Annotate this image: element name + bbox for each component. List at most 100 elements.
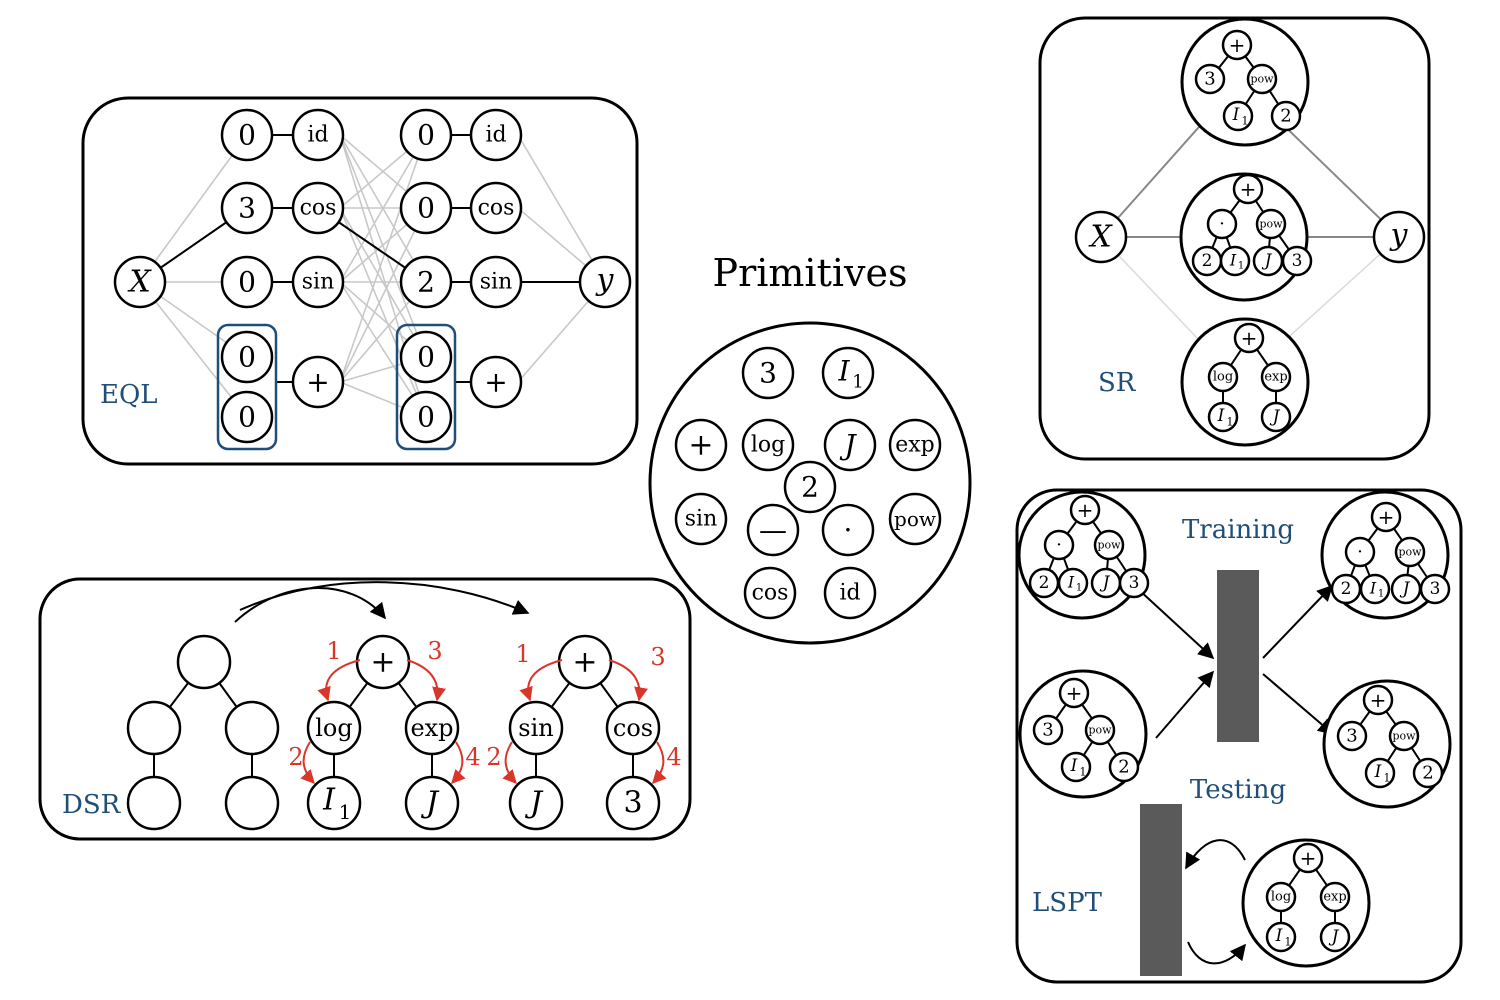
dsr-t2-order-2: 2 (486, 743, 501, 771)
sr-output-node: y (1372, 210, 1426, 264)
primitive-i1-main: I (837, 355, 850, 388)
eql-l2-weight-0: 0 (417, 119, 435, 152)
svg-text:+: + (1378, 505, 1395, 529)
eql-panel-frame (81, 96, 639, 466)
svg-text:2: 2 (1341, 579, 1352, 599)
lspt-training-label: Training (1182, 515, 1294, 545)
eql-l1-weight-4: 0 (238, 401, 256, 434)
sr-t3-j: J (1270, 407, 1281, 427)
primitive-plus: + (674, 418, 728, 472)
eql-l2-op-3: + (484, 366, 507, 399)
eql-l1-op-0: id (307, 123, 328, 148)
dsr-t1-order-2: 2 (288, 743, 303, 771)
eql-panel: X y 0 3 0 0 0 id cos sin (81, 96, 639, 466)
primitive-dot: · (821, 503, 875, 557)
sr-t1-pow: pow (1250, 73, 1274, 86)
svg-text:cos: cos (752, 581, 789, 606)
sr-t3-i: I (1217, 406, 1225, 426)
dsr-label: DSR (62, 790, 122, 820)
svg-text:J: J (1329, 927, 1340, 947)
svg-text:3: 3 (1346, 726, 1357, 747)
svg-text:I: I (1070, 756, 1078, 776)
primitive-sin: sin (674, 492, 728, 546)
sr-t3-plus: + (1241, 326, 1258, 350)
eql-l1-weight-3: 0 (238, 341, 256, 374)
lspt-testing-model-bar (1140, 804, 1182, 976)
eql-output-label: y (595, 263, 615, 298)
svg-text:log: log (1271, 890, 1291, 905)
eql-layer2-weights: 0 0 2 0 0 (395, 108, 457, 451)
svg-text:pow: pow (1088, 724, 1112, 737)
sr-input-label: X (1088, 220, 1113, 255)
svg-text:J: J (1100, 573, 1111, 593)
svg-text:log: log (751, 433, 785, 458)
svg-text:1: 1 (1080, 766, 1087, 779)
svg-text:3: 3 (759, 357, 777, 390)
sr-t2-j: J (1262, 251, 1273, 271)
dsr-panel-frame (38, 577, 692, 841)
dsr-t1-i: I (322, 783, 336, 818)
lspt-training-model-bar (1217, 570, 1259, 742)
dsr-t2-order-3: 3 (650, 643, 665, 671)
eql-l2-weight-4: 0 (417, 401, 435, 434)
dsr-t2-right: cos (613, 714, 653, 742)
eql-l2-op-0: id (485, 123, 506, 148)
primitive-i1-sub: 1 (852, 372, 863, 393)
svg-text:exp: exp (895, 433, 935, 458)
eql-l1-weight-2: 0 (238, 266, 256, 299)
dsr-t2-left: sin (518, 714, 553, 742)
dsr-arrow-to-tree1 (234, 587, 387, 623)
lspt-testing-label: Testing (1190, 775, 1286, 805)
primitive-id: id (823, 566, 877, 620)
eql-l1-op-3: + (306, 366, 329, 399)
svg-text:·: · (1056, 535, 1062, 556)
eql-l1-op-1: cos (300, 196, 337, 221)
eql-layer1-weights: 0 3 0 0 0 (216, 108, 278, 451)
primitive-cos: cos (743, 566, 797, 620)
eql-l1-weight-1: 3 (238, 192, 256, 225)
svg-text:+: + (688, 428, 713, 463)
lspt-panel-frame (1015, 488, 1463, 984)
sr-label: SR (1098, 368, 1137, 398)
dsr-t1-order-4: 4 (465, 743, 480, 771)
eql-label: EQL (100, 380, 158, 410)
sr-output-label: y (1389, 218, 1409, 253)
dsr-t1-order-1: 1 (326, 637, 341, 665)
svg-text:2: 2 (1039, 573, 1050, 593)
svg-text:J: J (1400, 579, 1411, 599)
eql-l2-binary-group (395, 323, 457, 451)
primitive-log: log (741, 418, 795, 472)
primitive-pow: pow (888, 492, 942, 546)
sr-t3-log: log (1213, 370, 1233, 385)
eql-input-node: X (113, 255, 167, 309)
svg-text:+: + (1300, 846, 1317, 870)
eql-layer1-ops: id cos sin + (291, 108, 345, 409)
dsr-tree-2: + sin cos J 3 1 2 3 4 (486, 634, 682, 831)
primitive-j: J (823, 418, 877, 472)
sr-t1-i-sub: 1 (1242, 115, 1249, 128)
eql-l1-binary-group (216, 323, 278, 451)
lspt-label: LSPT (1032, 888, 1103, 918)
dsr-t2-order-1: 1 (515, 640, 530, 668)
dsr-t2-root: + (572, 645, 597, 680)
eql-gray-connections (139, 134, 606, 418)
eql-l2-weight-1: 0 (417, 192, 435, 225)
svg-text:1: 1 (1285, 936, 1292, 949)
dsr-t1-left: log (315, 714, 353, 742)
sr-t2-pow: pow (1259, 218, 1283, 231)
eql-layer2-ops: id cos sin + (469, 108, 523, 409)
svg-text:1: 1 (1076, 583, 1082, 594)
eql-l2-weight-3: 0 (417, 341, 435, 374)
svg-text:I: I (1275, 926, 1283, 946)
sr-t1-plus: + (1229, 33, 1246, 57)
dsr-arrow-to-tree2 (239, 581, 530, 615)
eql-output-node: y (578, 255, 632, 309)
svg-text:I: I (1374, 762, 1382, 782)
